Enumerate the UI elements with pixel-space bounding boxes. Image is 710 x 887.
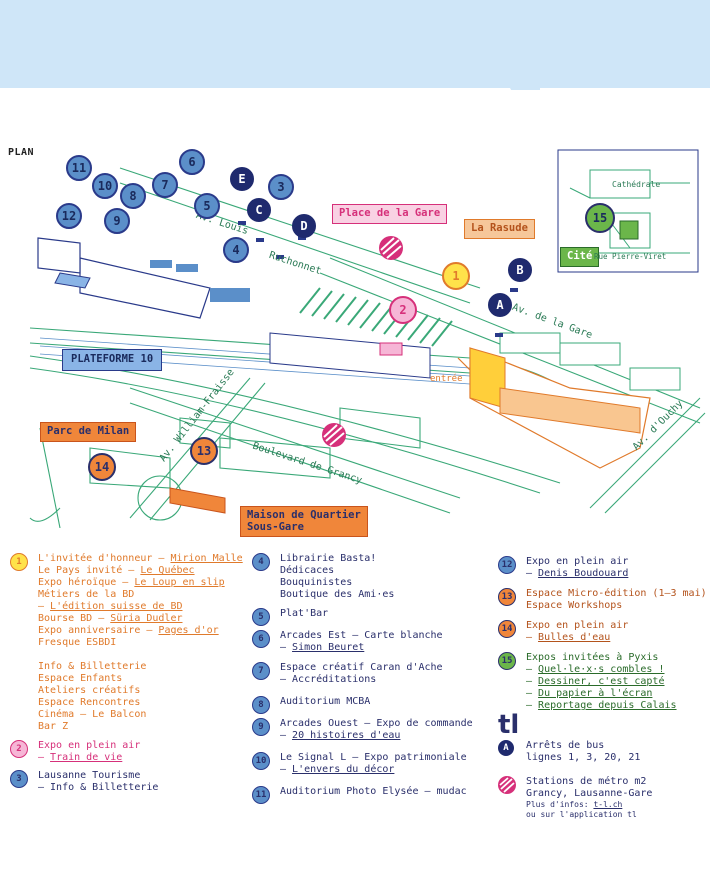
legend-4-line: Dédicaces <box>280 565 335 576</box>
map-pin-E[interactable]: E <box>230 167 254 191</box>
top-banner <box>0 0 710 88</box>
place-gare-tag: Place de la Gare <box>332 204 448 224</box>
map-pin-15[interactable]: 15 <box>585 203 615 233</box>
plateforme-tag: PLATEFORME 10 <box>62 349 163 371</box>
map-drawing <box>29 149 706 528</box>
map-pin-9[interactable]: 9 <box>104 208 130 234</box>
map-pin-14[interactable]: 14 <box>88 453 116 481</box>
rasude-tag: La Rasude <box>464 219 535 239</box>
legend-item-6: 6 Arcades Est – Carte blanche– Simon Beu… <box>252 630 492 654</box>
map-pin-11[interactable]: 11 <box>66 155 92 181</box>
map-pin-12[interactable]: 12 <box>56 203 82 229</box>
legend-item-15: 15 Expos invitées à Pyxis– Quel·le·x·s c… <box>498 652 708 712</box>
map-pin-B[interactable]: B <box>508 258 532 282</box>
legend-1-line: Expo héroïque – Le Loup en slip <box>38 577 225 588</box>
cathedrale-label: Cathédrale <box>612 180 661 189</box>
legend-1-line: Expo anniversaire – Pages d'or <box>38 625 219 636</box>
legend-1-extra: Bar Z <box>38 721 69 732</box>
legend-item-8: 8 Auditorium MCBA <box>252 696 492 714</box>
legend-4-line: Bouquinistes <box>280 577 353 588</box>
legend-1-extra: Info & Billetterie <box>38 661 147 672</box>
legend-item-12: 12 Expo en plein air– Denis Boudouard <box>498 556 708 580</box>
map-pin-10[interactable]: 10 <box>92 173 118 199</box>
map-pin-13[interactable]: 13 <box>190 437 218 465</box>
map-pin-A[interactable]: A <box>488 293 512 317</box>
map-pin-2[interactable]: 2 <box>389 296 417 324</box>
street-pierre-viret: Rue Pierre-Viret <box>594 252 667 261</box>
legend-15-item: – Quel·le·x·s combles ! <box>526 664 665 675</box>
legend-15-item: – Reportage depuis Calais <box>526 700 677 711</box>
legend-item-7: 7 Espace créatif Caran d'Ache– Accrédita… <box>252 662 492 686</box>
legend-1-extra: Espace Enfants <box>38 673 123 684</box>
legend-item-5: 5 Plat'Bar <box>252 608 492 626</box>
legend-item-10: 10 Le Signal L – Expo patrimoniale– L'en… <box>252 752 492 776</box>
legend-1-line: Le Pays invité – Le Québec <box>38 565 195 576</box>
legend-4-line: Boutique des Ami·es <box>280 589 395 600</box>
cite-tag: Cité <box>560 247 600 267</box>
map-pin-8[interactable]: 8 <box>120 183 146 209</box>
map-pin-6[interactable]: 6 <box>179 149 205 175</box>
legend-item-11: 11 Auditorium Photo Elysée – mudac <box>252 786 492 804</box>
legend-1-extra: Ateliers créatifs <box>38 685 141 696</box>
legend-1-extra: Cinéma – Le Balcon <box>38 709 147 720</box>
legend-item-9: 9 Arcades Ouest – Expo de commande– 20 h… <box>252 718 492 742</box>
banner-notch <box>440 88 540 90</box>
legend-num-1: 1 <box>10 553 28 571</box>
legend-15-item: – Dessiner, c'est capté <box>526 676 665 687</box>
map-pin-1[interactable]: 1 <box>442 262 470 290</box>
legend-item-14: 14 Expo en plein air– Bulles d'eau <box>498 620 708 644</box>
legend-item-2: 2 Expo en plein air– Train de vie <box>10 740 250 764</box>
map-pin-7[interactable]: 7 <box>152 172 178 198</box>
legend-15-item: – Du papier à l'écran <box>526 688 653 699</box>
legend-item-3: 3 Lausanne Tourisme– Info & Billetterie <box>10 770 250 794</box>
map-pin-C[interactable]: C <box>247 198 271 222</box>
maison-quartier-tag: Maison de Quartier Sous-Gare <box>240 506 368 538</box>
entree-label: entrée <box>430 374 463 384</box>
map-pin-D[interactable]: D <box>292 214 316 238</box>
legend-1-line: Bourse BD – Süria Dudler <box>38 613 183 624</box>
map-pin-5[interactable]: 5 <box>194 193 220 219</box>
tl-logo: tl <box>498 710 520 740</box>
metro-icon <box>498 776 516 794</box>
legend-1-line: Métiers de la BD <box>38 589 135 600</box>
legend-1-line: L'invitée d'honneur – Mirion Malle <box>38 553 243 564</box>
parc-milan-tag: Parc de Milan <box>40 422 137 442</box>
legend-item-13: 13 Espace Micro-édition (1–3 mai)Espace … <box>498 588 710 612</box>
legend-4-line: Librairie Basta! <box>280 553 377 564</box>
legend-1-line: – L'édition suisse de BD <box>38 601 183 612</box>
map-pin-4[interactable]: 4 <box>223 237 249 263</box>
plan-label: PLAN <box>8 147 35 158</box>
legend-1-line: Fresque ESBDI <box>38 637 117 648</box>
map-pin-3[interactable]: 3 <box>268 174 294 200</box>
legend-1-extra: Espace Rencontres <box>38 697 141 708</box>
